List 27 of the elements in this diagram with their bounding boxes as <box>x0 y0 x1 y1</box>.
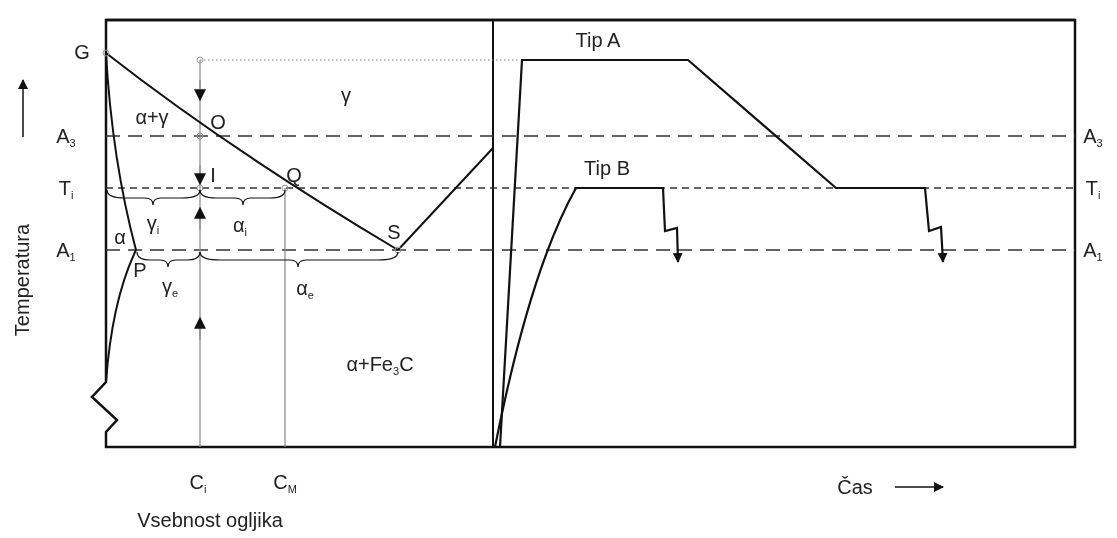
point-label: Q <box>286 165 302 185</box>
point-label: G <box>74 42 90 62</box>
point-label: O <box>210 112 226 132</box>
curve-label: Tip B <box>584 158 630 178</box>
axis-tick-label: C$_{M}$ <box>273 471 297 495</box>
curve-label: Tip A <box>575 30 621 50</box>
phase-label: α$_{e}$ <box>296 277 314 301</box>
phase-label: γ$_{e}$ <box>161 275 179 299</box>
phase-label: α+γ <box>135 107 169 127</box>
point-label: S <box>387 222 401 242</box>
temperature-label: A$_{1}$ <box>56 239 76 263</box>
phase-label: α+Fe$_{3}$C <box>346 353 414 377</box>
phase-label: α$_{i}$ <box>233 214 247 238</box>
axis-tick-label: C$_{i}$ <box>189 471 207 495</box>
temperature-label: A$_{3}$ <box>1083 125 1103 149</box>
phase-label: α <box>114 227 126 247</box>
phase-label: γ$_{i}$ <box>146 212 160 236</box>
point-label: I <box>210 165 216 185</box>
axis-title: Vsebnost ogljika <box>137 510 283 530</box>
temperature-label: A$_{3}$ <box>56 125 76 149</box>
temperature-label: T$_{i}$ <box>1085 177 1101 201</box>
temperature-label: A$_{1}$ <box>1083 239 1103 263</box>
point-label: P <box>133 260 147 280</box>
phase-label: γ <box>341 85 351 105</box>
axis-title: Temperatura <box>12 223 32 337</box>
axis-title: Čas <box>837 477 873 497</box>
temperature-label: T$_{i}$ <box>58 177 74 201</box>
